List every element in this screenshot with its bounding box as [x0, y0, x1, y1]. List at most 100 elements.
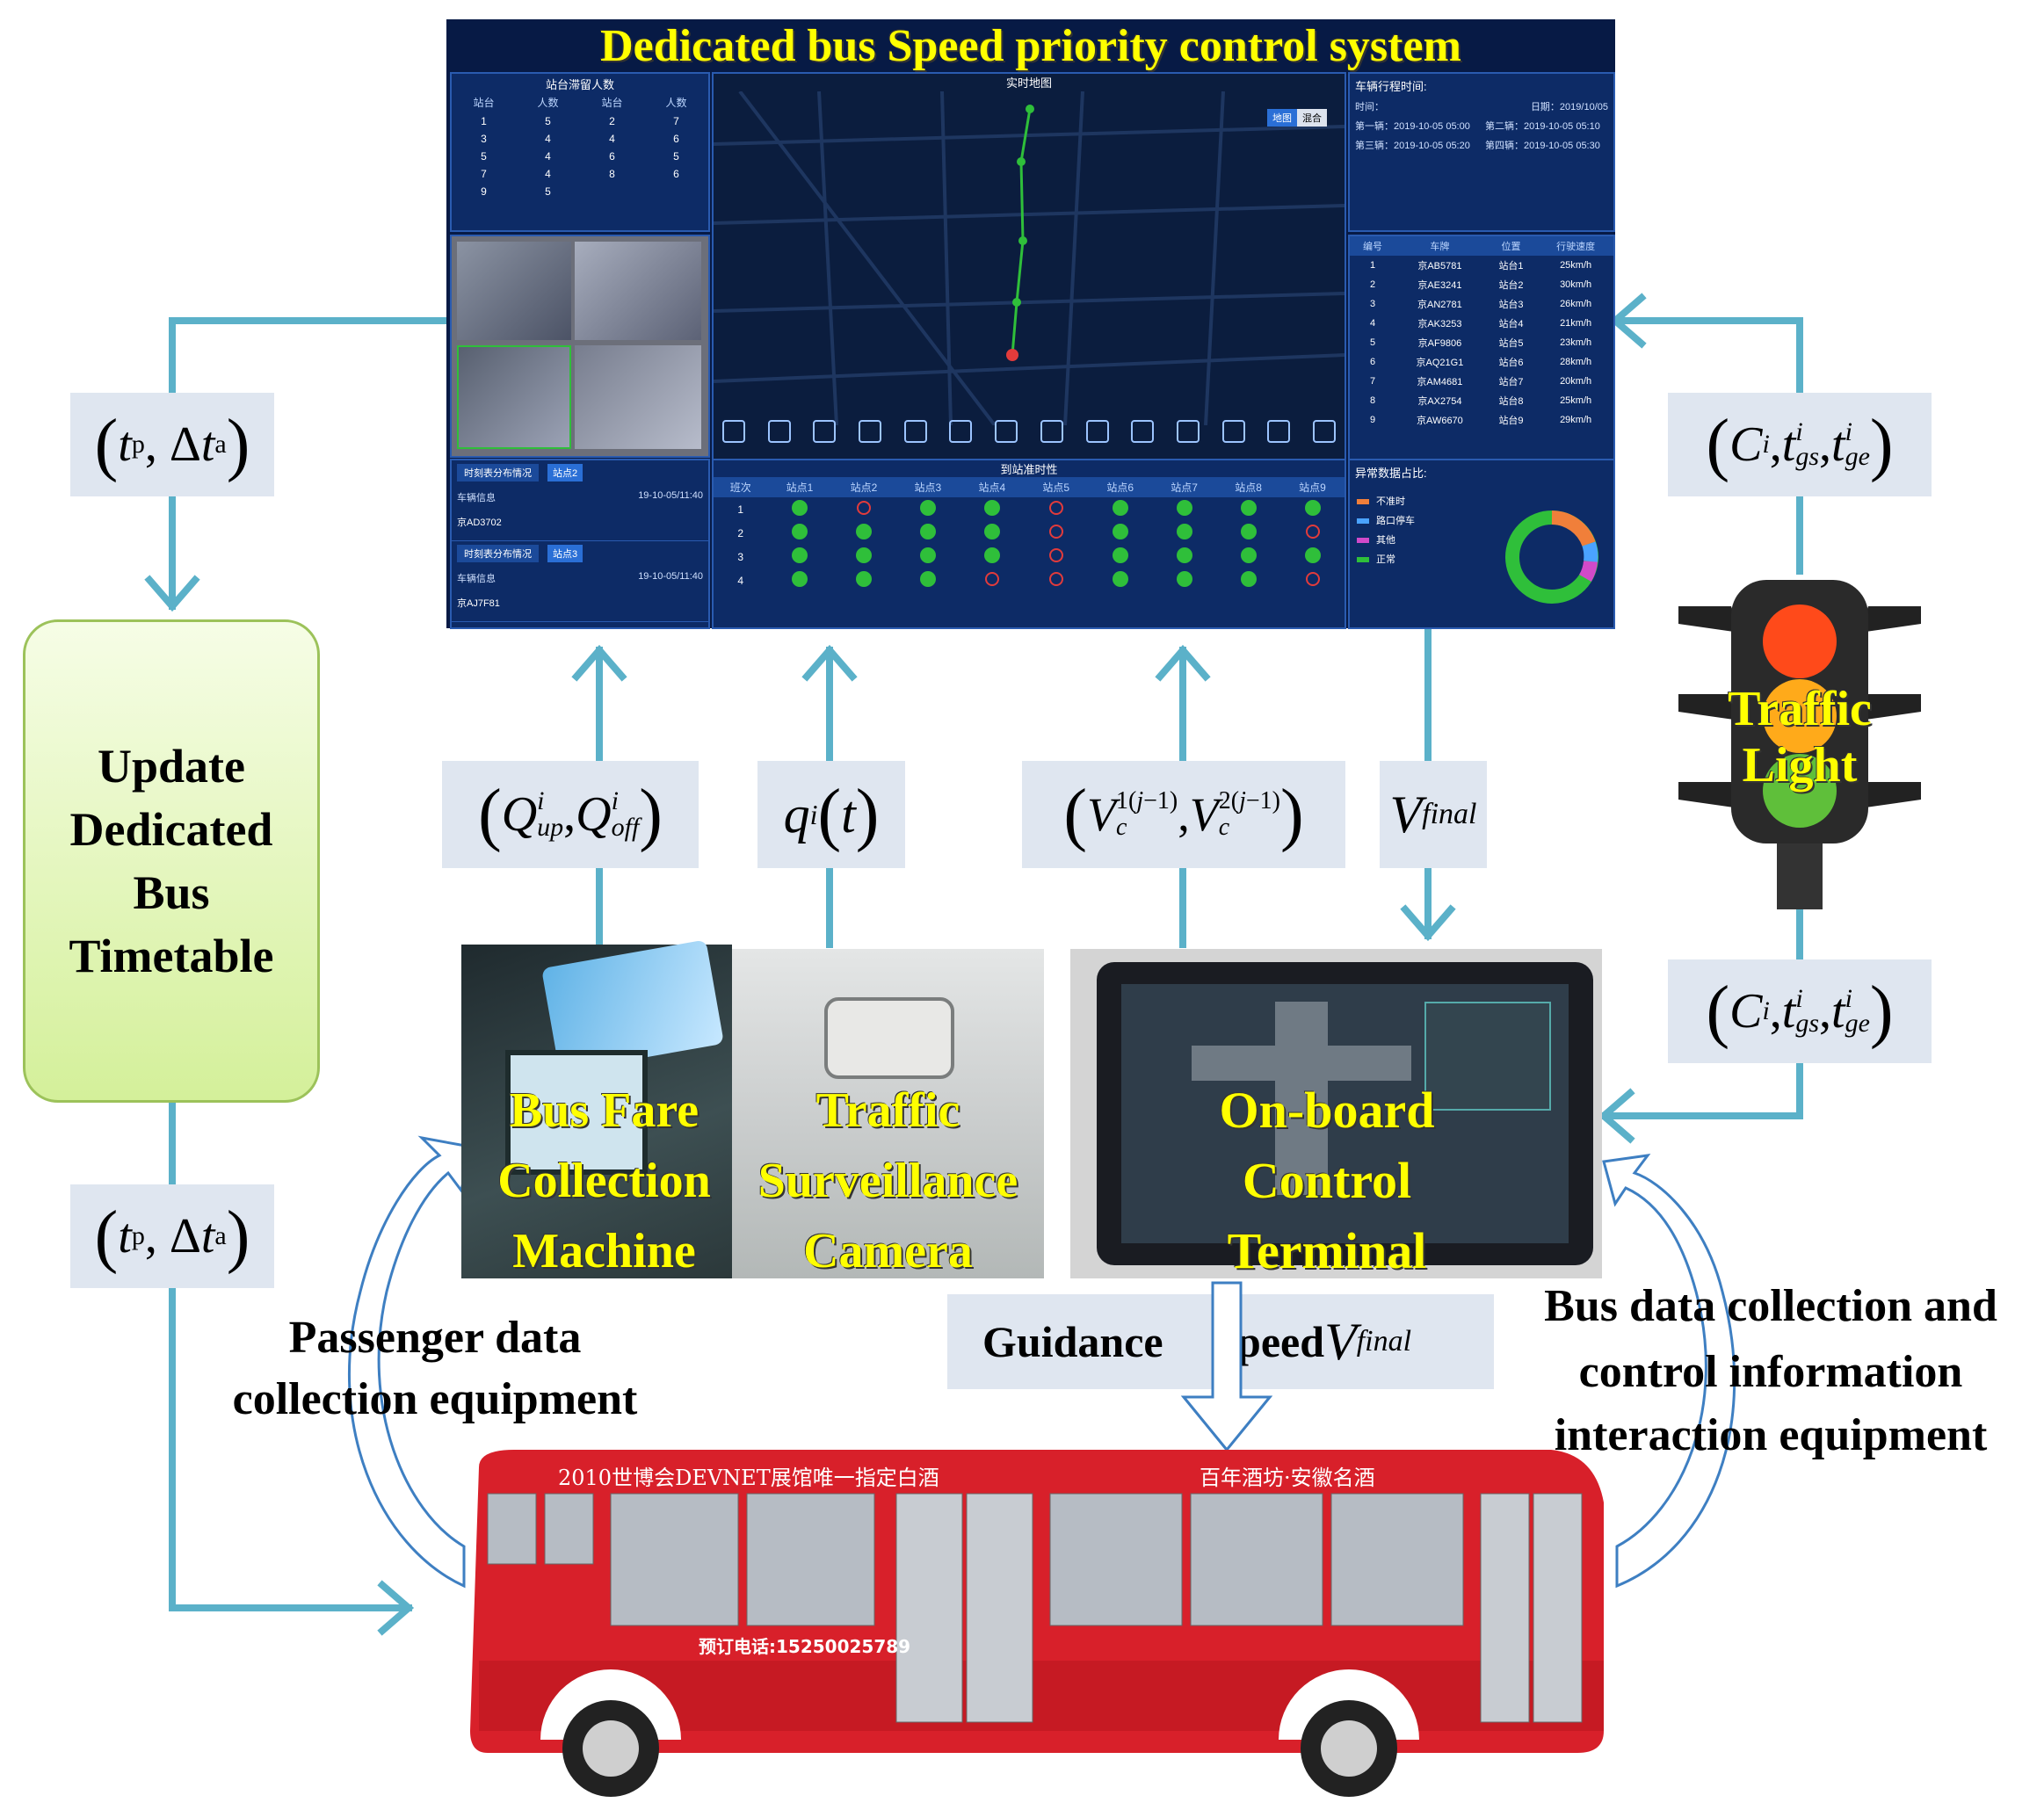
arrival-cell — [831, 545, 895, 568]
fare-label-1: Bus Fare — [509, 1083, 699, 1138]
arrival-cell — [1152, 497, 1216, 521]
arrival-cell — [1280, 521, 1345, 545]
vehicle-cell: 23km/h — [1560, 337, 1592, 348]
vehicle-cell: 站台4 — [1498, 319, 1524, 329]
late-icon — [1048, 548, 1063, 562]
bus-equipment-label-3: interaction equipment — [1554, 1410, 1988, 1460]
schedule-card-plate: 京AJ7F81 — [457, 598, 500, 609]
vehicle-cell: 26km/h — [1560, 299, 1592, 309]
map-toggle-hybrid[interactable]: 混合 — [1297, 109, 1327, 127]
late-icon — [856, 501, 871, 515]
map-tool-icon[interactable] — [859, 420, 882, 443]
trip-entry: 第三辆：2019-10-05 05:20 — [1355, 141, 1470, 151]
camera-feed-2 — [575, 242, 701, 340]
map-tool-icon[interactable] — [1040, 420, 1063, 443]
vehicle-cell: 站台7 — [1498, 377, 1524, 387]
arrival-run-number: 2 — [737, 526, 744, 539]
on-time-icon — [1240, 500, 1257, 516]
dashboard-title: Dedicated bus Speed priority control sys… — [600, 21, 1461, 71]
map-tool-icon[interactable] — [1221, 420, 1245, 443]
arrival-cell — [1216, 521, 1280, 545]
arrival-cell — [1216, 545, 1280, 568]
legend-label: 不准时 — [1376, 496, 1405, 507]
arrival-col-header: 站点7 — [1171, 481, 1198, 494]
arrival-cell — [831, 568, 895, 592]
trip-date: 日期：2019/10/05 — [1530, 102, 1608, 112]
arrival-cell — [1152, 568, 1216, 592]
station-cell — [580, 183, 644, 200]
map-tool-icon[interactable] — [722, 420, 745, 443]
anomaly-legend: 不准时路口停车其他正常 — [1357, 492, 1415, 569]
arrival-cell — [1024, 497, 1088, 521]
map-tool-icon[interactable] — [995, 420, 1018, 443]
on-time-icon — [919, 547, 936, 563]
arrival-cell — [960, 521, 1024, 545]
arrival-cell — [1280, 568, 1345, 592]
map-toolbar — [722, 420, 1336, 452]
fare-collection-machine — [461, 939, 732, 1278]
map-tool-icon[interactable] — [1131, 420, 1155, 443]
map-tool-icon[interactable] — [1267, 420, 1291, 443]
vehicle-cell: 京AN2781 — [1417, 300, 1462, 310]
arrival-cell — [960, 568, 1024, 592]
schedule-card-title: 时刻表分布情况 — [457, 545, 539, 562]
vehicle-cell: 站台9 — [1498, 416, 1524, 426]
vehicle-cell: 8 — [1369, 395, 1376, 406]
on-time-icon — [983, 524, 1000, 539]
vehicle-cell: 京AX2754 — [1417, 396, 1462, 407]
arrival-cell — [768, 545, 832, 568]
arrival-cell — [960, 545, 1024, 568]
map-tool-icon[interactable] — [1176, 420, 1200, 443]
on-time-icon — [792, 571, 808, 587]
late-icon — [1048, 501, 1063, 515]
station-cell: 2 — [609, 115, 615, 127]
vehicle-cell: 30km/h — [1560, 279, 1592, 290]
camera-body-image — [824, 997, 954, 1079]
schedule-card-header: 时刻表分布情况站点3 — [457, 545, 703, 562]
station-cell: 4 — [545, 168, 551, 180]
arrival-run-number: 4 — [737, 574, 744, 587]
speed-var: V — [1324, 1312, 1357, 1371]
trip-time-label: 时间： — [1355, 102, 1384, 112]
table-row: 2 — [714, 521, 1345, 545]
map-tool-icon[interactable] — [1312, 420, 1336, 443]
arrival-cell — [1280, 545, 1345, 568]
arrival-cell — [895, 568, 960, 592]
map-tool-icon[interactable] — [813, 420, 837, 443]
vehicle-cell: 京AW6670 — [1417, 416, 1463, 426]
vehicle-cell: 4 — [1369, 318, 1376, 329]
map-tool-icon[interactable] — [949, 420, 973, 443]
station-panel-title: 站台滞留人数 — [545, 78, 614, 91]
arrival-cell — [1088, 497, 1152, 521]
legend-label: 其他 — [1376, 535, 1395, 546]
arrival-cell — [1216, 497, 1280, 521]
arrival-col-header: 站点4 — [978, 481, 1006, 494]
station-cell: 1 — [481, 115, 487, 127]
anomaly-legend-item: 正常 — [1357, 550, 1415, 569]
on-time-icon — [983, 547, 1000, 563]
map-toggle[interactable]: 地图 混合 — [1267, 109, 1327, 127]
arrow-dashboard-to-update — [169, 317, 450, 610]
arrival-col-header: 班次 — [729, 481, 751, 494]
update-timetable-box: Update Dedicated Bus Timetable — [23, 619, 320, 1103]
arrival-cell — [1088, 545, 1152, 568]
terminal-label-2: Control — [1242, 1152, 1412, 1209]
late-icon — [984, 572, 999, 586]
on-time-icon — [1176, 547, 1192, 563]
anomaly-donut — [1505, 510, 1598, 604]
bus-banner: 2010世博会DEVNET展馆唯一指定白酒 — [558, 1466, 939, 1490]
map-tool-icon[interactable] — [767, 420, 791, 443]
map-tool-icon[interactable] — [1085, 420, 1109, 443]
legend-label: 路口停车 — [1376, 516, 1415, 526]
map-tool-icon[interactable] — [903, 420, 927, 443]
late-icon — [1048, 525, 1063, 539]
station-col-header: 站台 — [473, 97, 495, 109]
map-toggle-map[interactable]: 地图 — [1267, 109, 1297, 127]
arrival-title: 到站准时性 — [1000, 463, 1058, 476]
arrival-cell — [831, 497, 895, 521]
vehicle-cell: 站台3 — [1498, 300, 1524, 310]
